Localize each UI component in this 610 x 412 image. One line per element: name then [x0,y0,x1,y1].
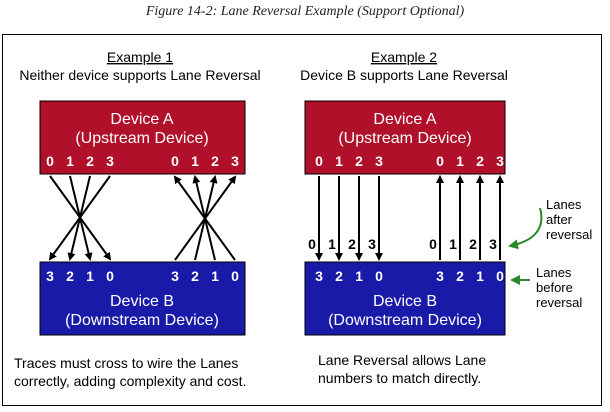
reversed-lane-label: 2 [348,236,356,252]
callout-after-arrow [508,207,543,250]
example2-device-b-name: Device B [373,293,437,310]
example1-b-lane: 3 [46,268,54,284]
example2-b-lane: 0 [375,268,383,284]
example1-note-line1: Traces must cross to wire the Lanes [14,355,238,371]
example1-b-lane: 0 [231,268,239,284]
example1-device-a [39,100,246,175]
example1-b-lane: 1 [86,268,94,284]
example2-device-b [304,261,506,336]
example2-a-lane: 3 [496,153,504,169]
reversed-lane-label: 3 [489,236,497,252]
reversed-lane-label: 1 [328,236,336,252]
example2-note-line2: numbers to match directly. [318,370,481,386]
example2-device-a-role: (Upstream Device) [338,130,471,147]
example2-device-a-name: Device A [373,111,436,128]
callout-after-line3: reversal [546,227,592,242]
example2-heading: Example 2 [371,49,437,65]
example1-device-a-role: (Upstream Device) [75,130,208,147]
example2-a-lane: 1 [456,153,464,169]
example2-a-lane: 2 [355,153,363,169]
example1-heading: Example 1 [107,49,173,65]
example1-device-b-role: (Downstream Device) [65,312,219,329]
example1-note-line2: correctly, adding complexity and cost. [14,373,246,389]
example1-a-lane: 2 [211,153,219,169]
example2-b-lane: 2 [456,268,464,284]
example2-b-lane: 0 [496,268,504,284]
callout-before-line3: reversal [536,295,582,310]
callout-after-line1: Lanes [546,197,582,212]
example1-b-lane: 3 [171,268,179,284]
example1-a-lane: 3 [106,153,114,169]
example1-device-b-name: Device B [110,293,174,310]
example1-a-lane: 0 [171,153,179,169]
example2-b-lane: 2 [335,268,343,284]
example1-subtitle: Neither device supports Lane Reversal [19,67,260,83]
example2-b-lane: 3 [315,268,323,284]
example2-a-lane: 0 [436,153,444,169]
example1-a-lane: 1 [191,153,199,169]
example2-device-b-role: (Downstream Device) [328,312,482,329]
reversed-lane-label: 2 [469,236,477,252]
trace-arrow [48,175,111,261]
example1-device-a-name: Device A [110,111,173,128]
example2-b-lane: 3 [436,268,444,284]
figure-caption: Figure 14-2: Lane Reversal Example (Supp… [145,4,465,19]
example1-a-lane: 1 [66,153,74,169]
reversed-lane-label: 0 [308,236,316,252]
example1-a-lane: 3 [231,153,239,169]
example2-device-a [304,100,506,175]
example1-b-lane: 1 [211,268,219,284]
example1-a-lane: 2 [86,153,94,169]
callout-before-line1: Lanes [536,265,572,280]
trace-arrow [174,175,237,261]
reversed-lane-label: 3 [368,236,376,252]
example2-b-lane: 1 [355,268,363,284]
example1-b-lane: 0 [106,268,114,284]
example2-note-line1: Lane Reversal allows Lane [318,352,486,368]
example2-a-lane: 1 [335,153,343,169]
example2-a-lane: 2 [476,153,484,169]
reversed-lane-label: 0 [429,236,437,252]
example2-a-lane: 0 [315,153,323,169]
reversed-lane-label: 1 [449,236,457,252]
figure-frame [2,34,602,406]
example1-device-b [39,261,246,336]
callout-after-line2: after [546,212,573,227]
callout-before-line2: before [536,280,573,295]
example1-b-lane: 2 [66,268,74,284]
example1-b-lane: 2 [191,268,199,284]
example2-subtitle: Device B supports Lane Reversal [300,67,508,83]
example2-a-lane: 3 [375,153,383,169]
example2-b-lane: 1 [476,268,484,284]
example1-a-lane: 0 [46,153,54,169]
